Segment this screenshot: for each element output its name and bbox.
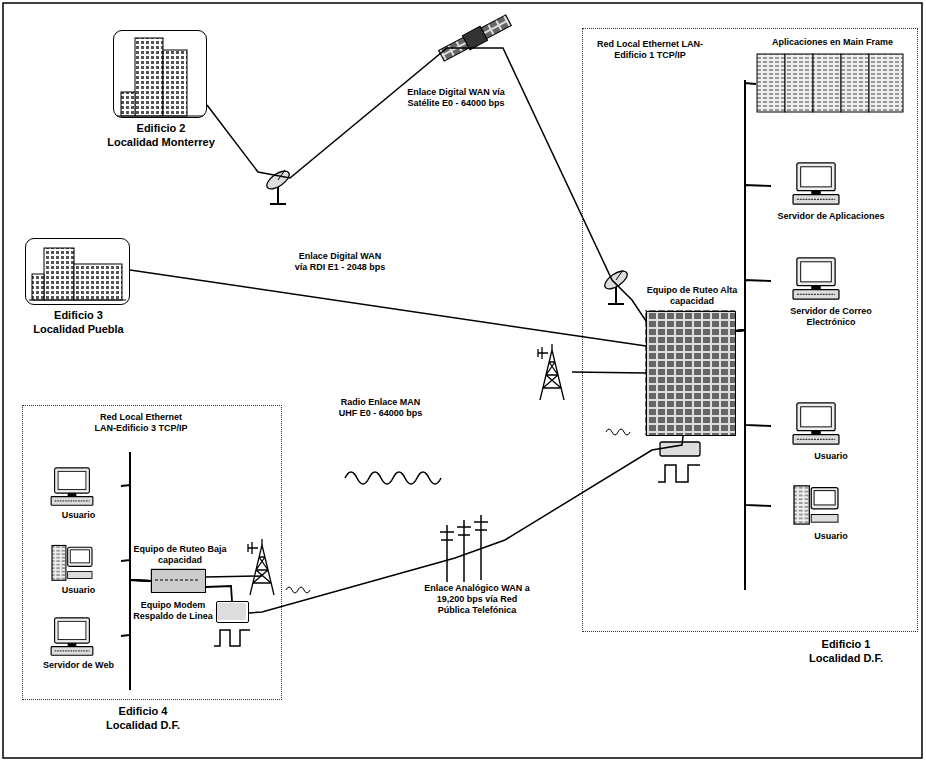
network-link — [206, 586, 232, 601]
text-group: Usuario — [771, 451, 891, 462]
building-box: Edificio 2Localidad Monterrey — [113, 30, 207, 118]
text-group: Edificio 4Localidad D.F. — [83, 704, 203, 732]
node-label: Red Local Ethernet LAN-Edificio 1 TCP/IP — [595, 39, 705, 61]
text-group: Usuario — [36, 585, 121, 596]
link-label: Radio Enlace MAN UHF E0 - 64000 bps — [333, 396, 428, 420]
lan-region: Red Local Ethernet LAN-Edificio 1 TCP/IP… — [582, 28, 918, 632]
text-group: Equipo de Ruteo Baja capacidad — [130, 544, 230, 566]
modem-node: Equipo Modem Respaldo de Linea — [216, 601, 249, 623]
node-label: Equipo Modem Respaldo de Linea — [132, 600, 214, 622]
text-group: Edificio 2Localidad Monterrey — [84, 121, 238, 149]
mainframe-node: Aplicaciones en Main Frame — [756, 37, 909, 113]
network-link — [736, 83, 756, 331]
satellite-dish — [602, 268, 630, 304]
text-group: Edificio 3Localidad Puebla — [1, 308, 156, 336]
square-wave — [214, 630, 250, 646]
network-link — [121, 560, 151, 581]
network-link — [736, 330, 771, 426]
server-node: Servidor de Correo Electrónico — [771, 256, 891, 336]
user-node: Usuario — [771, 481, 891, 546]
network-link — [206, 372, 646, 577]
puebla-building — [29, 248, 126, 300]
radio-tower — [248, 539, 274, 595]
server-node: Servidor de Aplicaciones — [771, 161, 891, 241]
text-group: Servidor de Aplicaciones — [771, 211, 891, 222]
text-group: Servidor de Correo Electrónico — [771, 306, 891, 328]
server-node: Servidor de Web — [36, 616, 121, 686]
lan-region: Red Local Ethernet LAN-Edificio 3 TCP/IP… — [22, 405, 282, 700]
radio-tower — [538, 344, 564, 400]
telephone-poles — [440, 515, 488, 590]
user-node: Usuario — [36, 541, 121, 599]
signal-squiggle — [606, 429, 630, 435]
node-label: Edificio 4 — [83, 704, 203, 718]
node-label: Servidor de Aplicaciones — [771, 211, 891, 222]
node-label: Localidad D.F. — [83, 718, 203, 732]
link-label: Enlace Digital WAN vía Satélite E0 - 640… — [405, 86, 507, 110]
satellite-dish — [264, 168, 292, 204]
mainframe — [757, 54, 903, 112]
modem — [660, 442, 700, 456]
link-label: Enlace Analógico WAN a 19,200 bps vía Re… — [418, 582, 536, 617]
node-label: Servidor de Web — [36, 660, 121, 671]
node-label: Equipo de Ruteo Baja capacidad — [130, 544, 230, 566]
node-label: Edificio 1 — [786, 637, 906, 651]
node-label: Localidad Monterrey — [84, 135, 238, 149]
node-label: Red Local Ethernet LAN-Edificio 3 TCP/IP — [91, 412, 191, 434]
radio-wave — [345, 472, 441, 484]
network-link — [736, 280, 771, 331]
user-node: Usuario — [771, 401, 891, 466]
text-group: Usuario — [771, 531, 891, 542]
router-small — [150, 568, 205, 592]
frame — [3, 3, 922, 758]
router-node: Equipo de Ruteo Baja capacidad — [151, 569, 206, 593]
computer-icons — [51, 163, 839, 655]
satellite — [438, 13, 513, 63]
node-label: Usuario — [36, 510, 121, 521]
node-label: Aplicaciones en Main Frame — [756, 37, 909, 48]
network-link — [207, 48, 646, 321]
router-rack — [645, 310, 735, 435]
text-group: Equipo de Ruteo Alta capacidad — [637, 285, 747, 307]
text-group: Equipo Modem Respaldo de Linea — [132, 600, 214, 622]
modem — [217, 603, 246, 620]
network-link — [736, 330, 771, 506]
signal-squiggle — [286, 587, 310, 593]
node-label: Localidad Puebla — [1, 322, 156, 336]
building-box: Edificio 3Localidad Puebla — [25, 238, 130, 305]
network-link — [121, 485, 151, 581]
node-label: Equipo de Ruteo Alta capacidad — [637, 285, 747, 307]
square-wave — [658, 465, 700, 482]
text-group: Usuario — [36, 510, 121, 521]
router-node: Equipo de Ruteo Alta capacidad — [646, 311, 736, 436]
text-group: Red Local Ethernet LAN-Edificio 3 TCP/IP — [91, 412, 191, 434]
node-label: Usuario — [771, 451, 891, 462]
node-label: Edificio 2 — [84, 121, 238, 135]
node-label: Servidor de Correo Electrónico — [771, 306, 891, 328]
node-label: Edificio 3 — [1, 308, 156, 322]
user-node: Usuario — [36, 466, 121, 524]
link-label: Enlace Digital WAN vía RDI E1 - 2048 bps — [290, 250, 390, 274]
node-label: Localidad D.F. — [786, 651, 906, 665]
network-link — [736, 185, 771, 331]
text-group: Aplicaciones en Main Frame — [756, 37, 909, 48]
text-group: Edificio 1Localidad D.F. — [786, 637, 906, 665]
text-group: Red Local Ethernet LAN-Edificio 1 TCP/IP — [595, 39, 705, 61]
network-link — [130, 270, 646, 346]
monterrey-building — [117, 38, 203, 116]
text-group: Servidor de Web — [36, 660, 121, 671]
node-label: Usuario — [36, 585, 121, 596]
node-label: Usuario — [771, 531, 891, 542]
